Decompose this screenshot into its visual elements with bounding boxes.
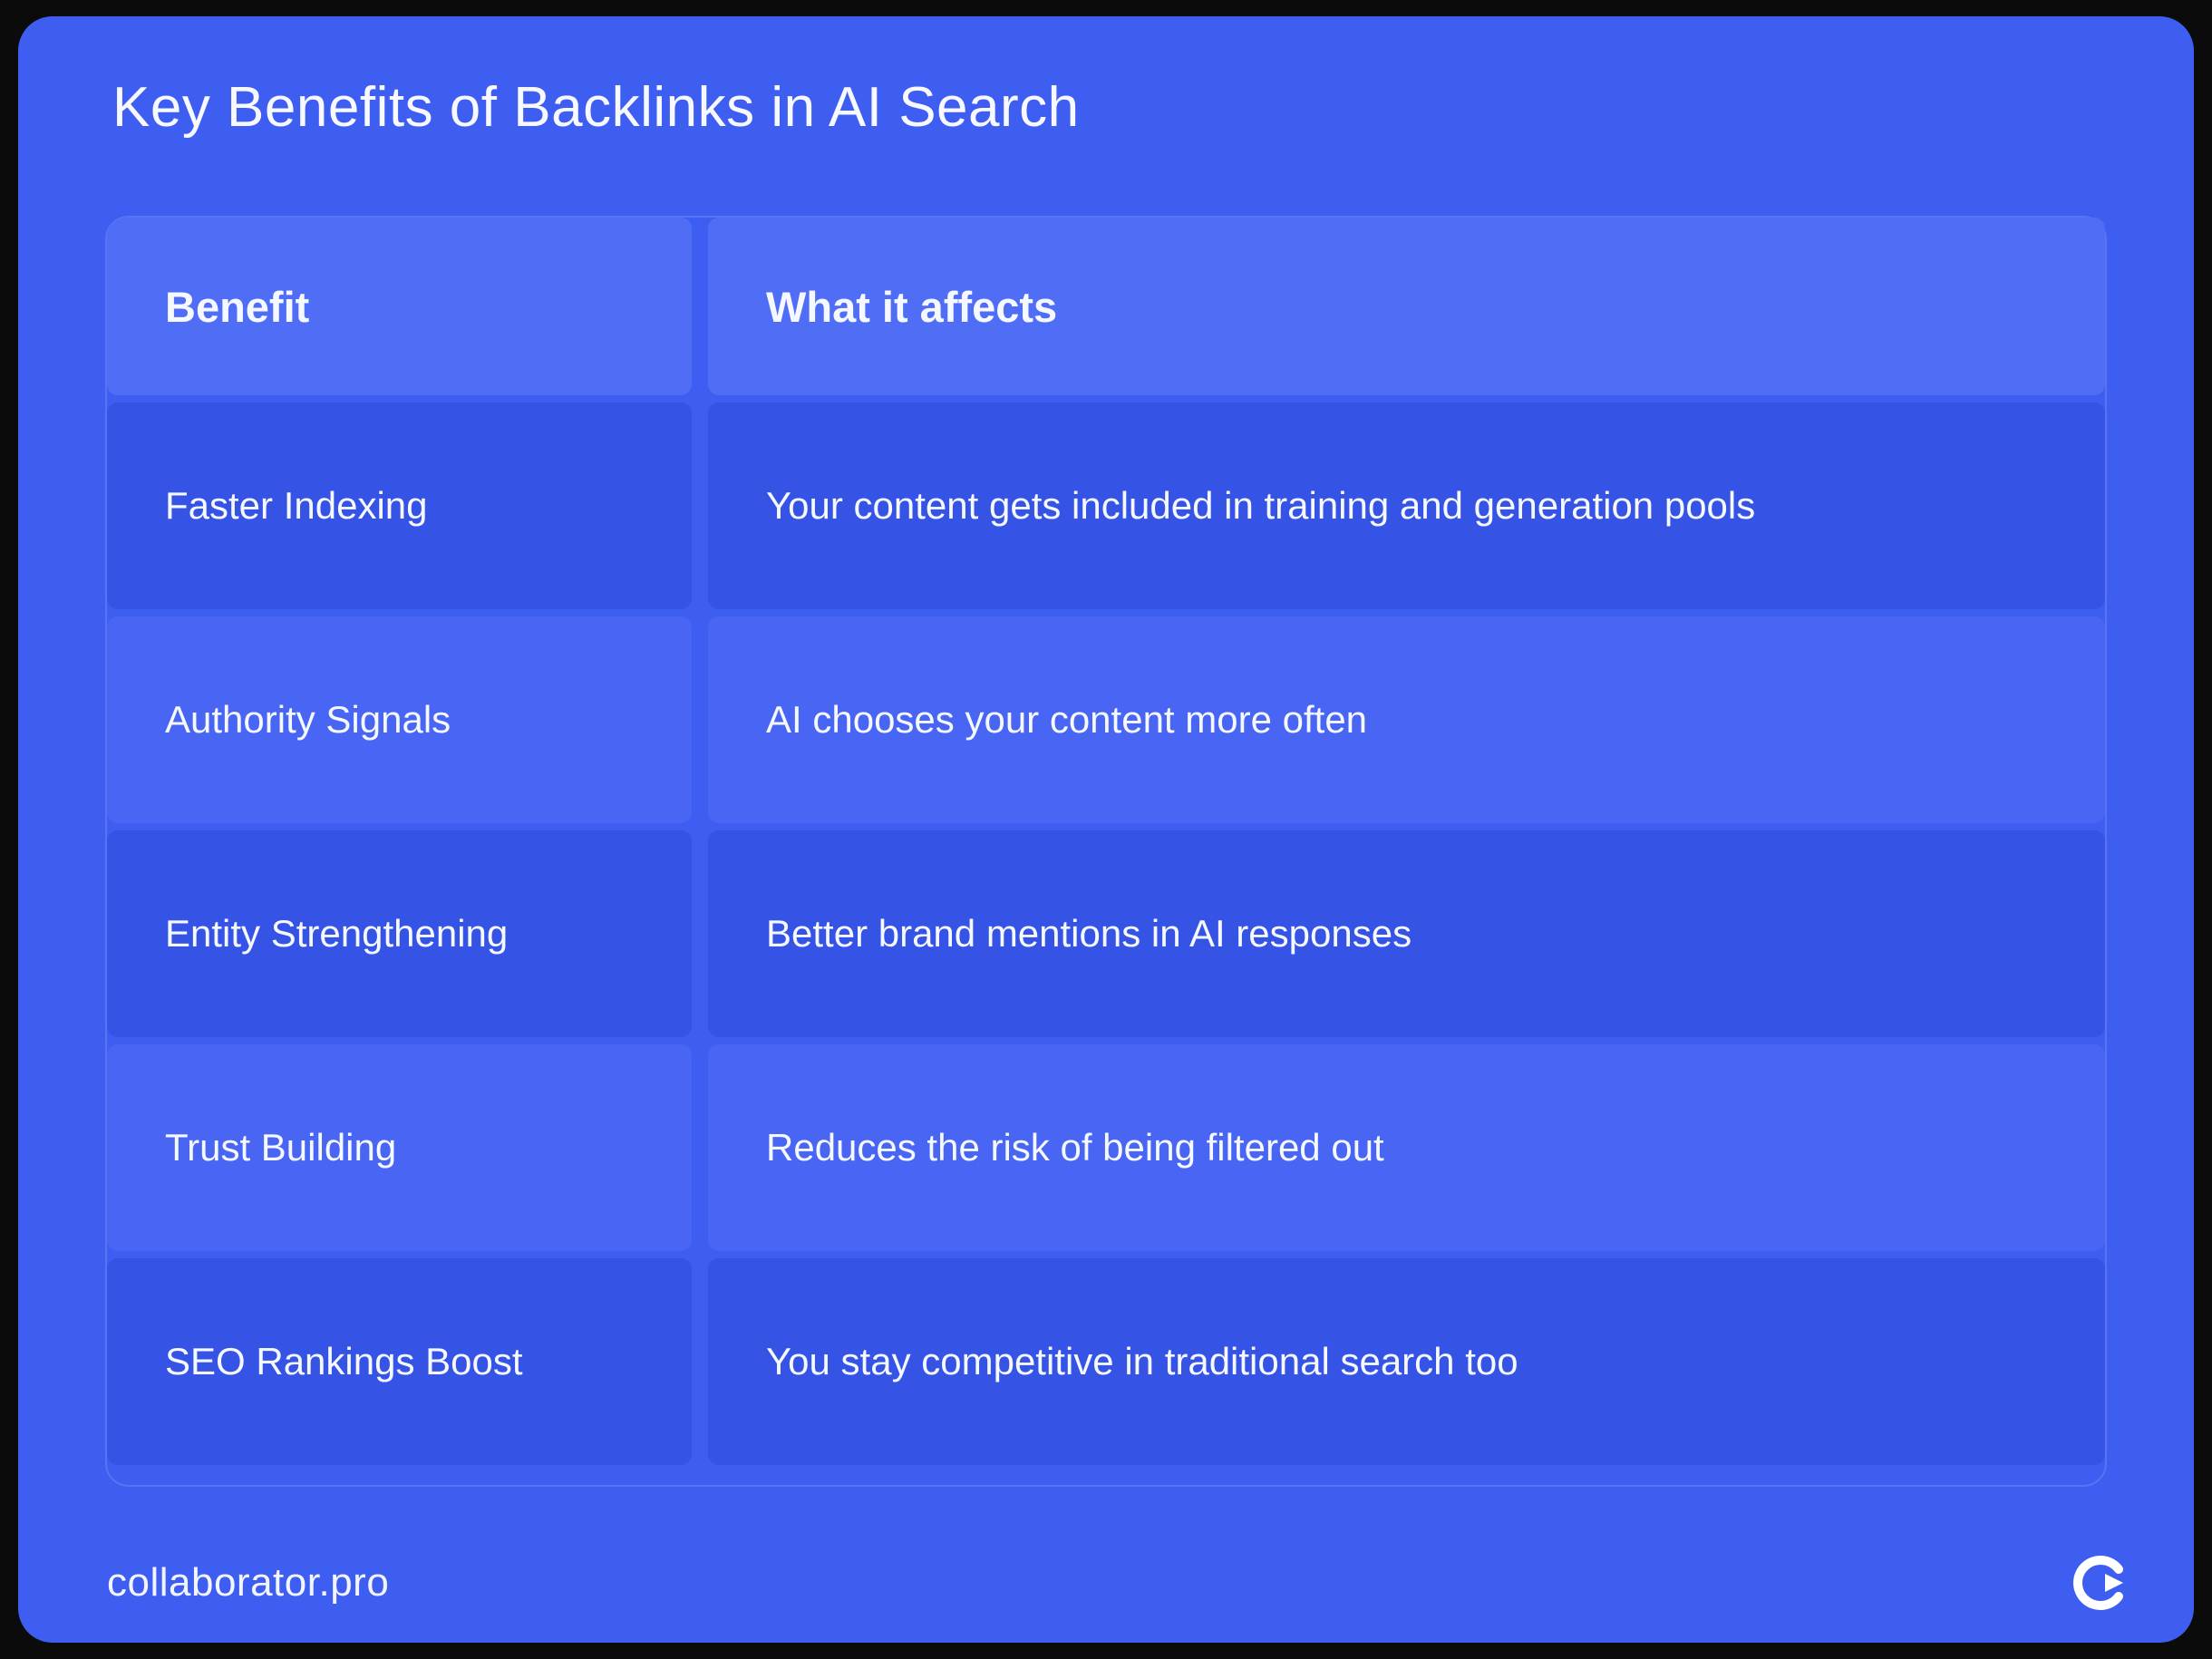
benefit-cell: Faster Indexing [107, 403, 692, 610]
benefit-cell: Entity Strengthening [107, 830, 692, 1038]
affects-cell: Your content gets included in training a… [708, 403, 2105, 610]
footer: collaborator.pro [107, 1554, 2130, 1612]
benefits-table-grid: Benefit What it affects Faster Indexing … [107, 218, 2105, 1466]
affects-cell: AI chooses your content more often [708, 616, 2105, 824]
page-title: Key Benefits of Backlinks in AI Search [112, 76, 1080, 139]
site-url: collaborator.pro [107, 1560, 390, 1605]
column-header-benefit: Benefit [107, 218, 692, 396]
benefit-cell: Authority Signals [107, 616, 692, 824]
benefit-cell: Trust Building [107, 1044, 692, 1252]
column-header-affects: What it affects [708, 218, 2105, 396]
info-card: Key Benefits of Backlinks in AI Search B… [18, 16, 2194, 1643]
affects-cell: You stay competitive in traditional sear… [708, 1258, 2105, 1466]
affects-cell: Reduces the risk of being filtered out [708, 1044, 2105, 1252]
affects-cell: Better brand mentions in AI responses [708, 830, 2105, 1038]
benefits-table: Benefit What it affects Faster Indexing … [105, 216, 2107, 1488]
benefit-cell: SEO Rankings Boost [107, 1258, 692, 1466]
collaborator-logo-icon [2072, 1554, 2130, 1612]
